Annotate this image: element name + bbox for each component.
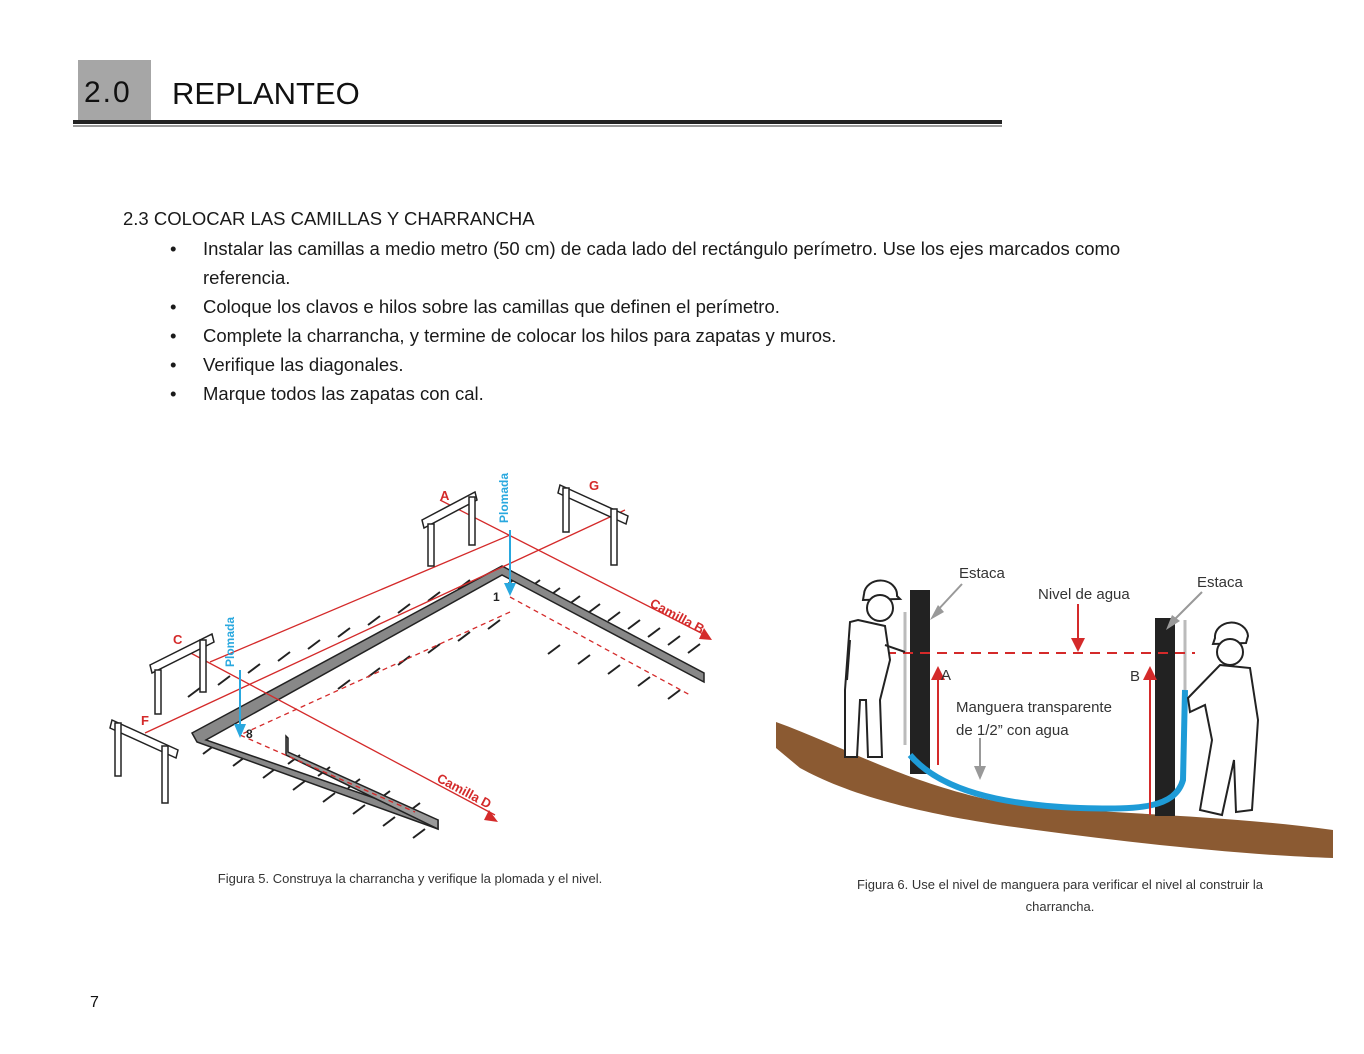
bullet-symbol: • (170, 354, 177, 375)
list-item-text: Complete la charrancha, y termine de col… (203, 325, 837, 346)
camilla-f (109, 718, 179, 804)
list-item: • Complete la charrancha, y termine de co… (168, 321, 1158, 350)
pointer-arrows (930, 583, 1203, 780)
header-rule (73, 120, 1002, 124)
camilla-d-arrowhead (484, 810, 498, 822)
list-item-text: Instalar las camillas a medio metro (50 … (203, 238, 1121, 288)
water-hose (907, 689, 1188, 812)
camilla-d-label: Camilla D (435, 770, 494, 811)
plomb-arrows (234, 530, 516, 738)
list-item: • Marque todos las zapatas con cal. (168, 379, 1158, 408)
string-lines (144, 499, 706, 816)
manguera-label-line1: Manguera transparente (956, 699, 1112, 716)
list-item-text: Verifique las diagonales. (203, 354, 404, 375)
label-8: 8 (246, 727, 253, 741)
list-item: • Verifique las diagonales. (168, 350, 1158, 379)
bullet-symbol: • (170, 296, 177, 317)
section-number: 2.0 (84, 76, 132, 109)
bullet-list: • Instalar las camillas a medio metro (50… (168, 234, 1158, 408)
bullet-symbol: • (170, 238, 177, 259)
level-arrows (931, 604, 1157, 815)
estaca-right-label: Estaca (1197, 574, 1244, 591)
label-1: 1 (493, 590, 500, 604)
manguera-label-line2: de 1/2” con agua (956, 722, 1069, 739)
label-f: F (141, 713, 149, 728)
ground (776, 722, 1333, 858)
list-item: • Coloque los clavos e hilos sobre las ca… (168, 292, 1158, 321)
level-b-label: B (1130, 668, 1140, 685)
subsection-heading: 2.3 COLOCAR LAS CAMILLAS Y CHARRANCHA (123, 208, 535, 229)
figure-5-charrancha-diagram: A G C F 1 8 Plomada Plomada Camilla B Ca… (109, 473, 712, 839)
worker-left-icon (844, 579, 906, 758)
list-item-text: Coloque los clavos e hilos sobre las cam… (203, 296, 780, 317)
section-title: REPLANTEO (172, 76, 360, 111)
page-number: 7 (90, 994, 99, 1011)
nivel-label: Nivel de agua (1038, 586, 1130, 603)
estaca-right (1155, 618, 1175, 816)
label-a: A (440, 488, 450, 503)
camilla-c (149, 632, 215, 715)
figure-6-caption: Figura 6. Use el nivel de manguera para … (856, 877, 1264, 914)
list-item: • Instalar las camillas a medio metro (50… (168, 234, 1158, 292)
label-c: C (173, 632, 183, 647)
figure-5-caption: Figura 5. Construya la charrancha y veri… (217, 871, 603, 886)
figure-6-water-level-diagram: Estaca Estaca Nivel de agua A B Manguera… (776, 565, 1333, 858)
bullet-symbol: • (170, 325, 177, 346)
camilla-g (557, 483, 629, 566)
plomada-label-1: Plomada (497, 473, 511, 523)
worker-right-icon (1186, 621, 1260, 817)
estaca-left-label: Estaca (959, 565, 1006, 582)
section-number-box (78, 60, 151, 122)
camilla-a (421, 490, 478, 567)
dashed-outline (238, 596, 691, 813)
bullet-symbol: • (170, 383, 177, 404)
label-g: G (589, 478, 599, 493)
list-item-text: Marque todos las zapatas con cal. (203, 383, 484, 404)
level-a-label: A (941, 667, 951, 684)
estaca-left (910, 590, 930, 774)
header-rule-shadow (73, 125, 1002, 127)
plomada-label-2: Plomada (223, 617, 237, 667)
camilla-b-arrowhead (699, 628, 712, 640)
